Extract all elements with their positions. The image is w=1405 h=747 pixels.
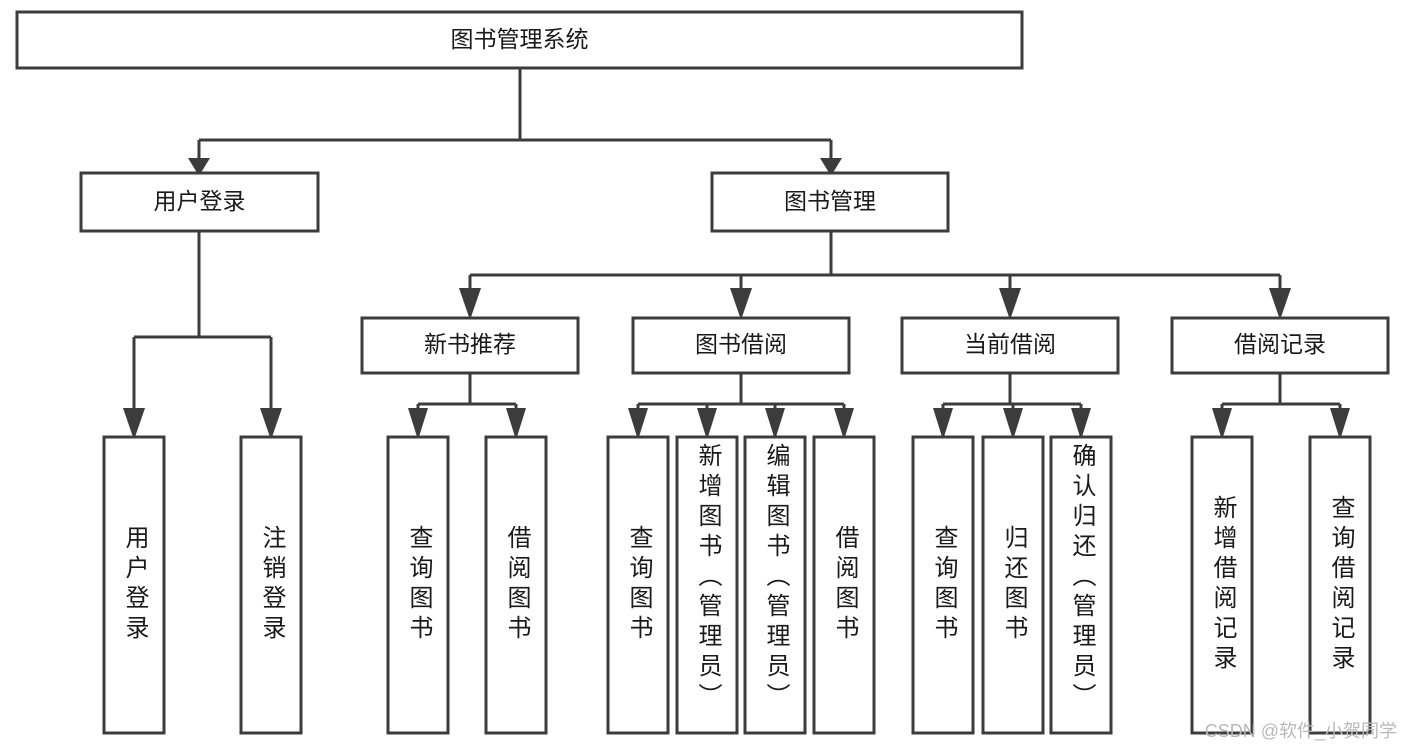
- arrowhead-icon: [999, 288, 1021, 320]
- arrowhead-icon: [188, 158, 210, 176]
- node-user-login[interactable]: 用户登录: [79, 171, 320, 233]
- arrowhead-icon: [765, 408, 785, 440]
- node-book-borrow[interactable]: 图书借阅: [631, 316, 851, 375]
- node-book-manage-box[interactable]: [710, 171, 950, 233]
- node-leaf-query-record-label: 查询借阅记录: [1327, 495, 1354, 675]
- arrowhead-icon: [1269, 288, 1291, 320]
- node-leaf-add-record-label: 新增借阅记录: [1209, 495, 1236, 675]
- node-leaf-query-record-box[interactable]: [1308, 435, 1372, 735]
- arrowhead-icon: [506, 408, 526, 440]
- node-leaf-return-book-box[interactable]: [981, 435, 1045, 735]
- node-leaf-edit-book-label: 编辑图书（管理员）: [762, 443, 789, 713]
- arrowhead-icon: [1330, 408, 1350, 440]
- node-leaf-query-book-rec-label: 查询图书: [405, 525, 432, 645]
- arrowhead-icon: [1071, 408, 1091, 440]
- arrowhead-icon: [459, 288, 481, 320]
- node-leaf-return-book-label: 归还图书: [1000, 525, 1027, 645]
- node-leaf-user-logout-box[interactable]: [239, 435, 303, 735]
- arrowhead-group: [123, 158, 1350, 440]
- node-leaf-query-book-bor-label: 查询图书: [625, 525, 652, 645]
- arrowhead-icon: [408, 408, 428, 440]
- watermark-text: CSDN @软件_小贺同学: [1204, 721, 1397, 741]
- node-borrow-record[interactable]: 借阅记录: [1170, 316, 1390, 375]
- arrowhead-icon: [834, 408, 854, 440]
- node-leaf-query-book-cur-label: 查询图书: [930, 525, 957, 645]
- node-leaf-confirm-return-box[interactable]: [1049, 435, 1113, 735]
- leaf-box-group: [102, 435, 1372, 735]
- node-leaf-borrow-book-rec-box[interactable]: [484, 435, 548, 735]
- node-user-login-label: 用户登录: [154, 188, 246, 214]
- node-leaf-add-book-box[interactable]: [675, 435, 739, 735]
- node-current-borrow-box[interactable]: [900, 316, 1120, 375]
- node-leaf-add-book-label: 新增图书（管理员）: [694, 443, 721, 713]
- node-current-borrow[interactable]: 当前借阅: [900, 316, 1120, 375]
- leaf-label-group: 用户登录 注销登录 查询图书 借阅图书 查询图书 新增图书（管理员） 编辑图书（…: [121, 443, 1354, 713]
- node-book-manage[interactable]: 图书管理: [710, 171, 950, 233]
- arrowhead-icon: [260, 408, 282, 440]
- arrowhead-icon: [1212, 408, 1232, 440]
- node-leaf-confirm-return-label: 确认归还（管理员）: [1068, 443, 1095, 713]
- node-root-label: 图书管理系统: [451, 26, 589, 52]
- arrowhead-icon: [1003, 408, 1023, 440]
- arrowhead-icon: [697, 408, 717, 440]
- arrowhead-icon: [628, 408, 648, 440]
- node-book-borrow-box[interactable]: [631, 316, 851, 375]
- node-leaf-borrow-book-bor-box[interactable]: [812, 435, 876, 735]
- node-leaf-user-logout-label: 注销登录: [258, 525, 285, 645]
- node-leaf-borrow-book-rec-label: 借阅图书: [503, 525, 530, 645]
- node-root[interactable]: 图书管理系统: [15, 10, 1024, 70]
- node-leaf-query-book-rec-box[interactable]: [386, 435, 450, 735]
- node-borrow-record-label: 借阅记录: [1234, 331, 1326, 357]
- arrowhead-icon: [730, 288, 752, 320]
- node-root-box[interactable]: [15, 10, 1024, 70]
- node-new-book-recommend[interactable]: 新书推荐: [360, 316, 580, 375]
- node-new-book-recommend-box[interactable]: [360, 316, 580, 375]
- node-borrow-record-box[interactable]: [1170, 316, 1390, 375]
- node-new-book-recommend-label: 新书推荐: [424, 331, 516, 357]
- node-book-manage-label: 图书管理: [784, 188, 876, 214]
- arrowhead-icon: [123, 408, 145, 440]
- node-leaf-add-record-box[interactable]: [1190, 435, 1254, 735]
- node-user-login-box[interactable]: [79, 171, 320, 233]
- node-leaf-query-book-bor-box[interactable]: [606, 435, 670, 735]
- node-current-borrow-label: 当前借阅: [964, 331, 1056, 357]
- node-leaf-query-book-cur-box[interactable]: [911, 435, 975, 735]
- arrowhead-icon: [820, 158, 842, 176]
- arrowhead-icon: [933, 408, 953, 440]
- node-leaf-user-login-label: 用户登录: [121, 525, 148, 645]
- node-leaf-borrow-book-bor-label: 借阅图书: [831, 525, 858, 645]
- node-leaf-edit-book-box[interactable]: [743, 435, 807, 735]
- node-leaf-user-login-box[interactable]: [102, 435, 166, 735]
- node-book-borrow-label: 图书借阅: [695, 331, 787, 357]
